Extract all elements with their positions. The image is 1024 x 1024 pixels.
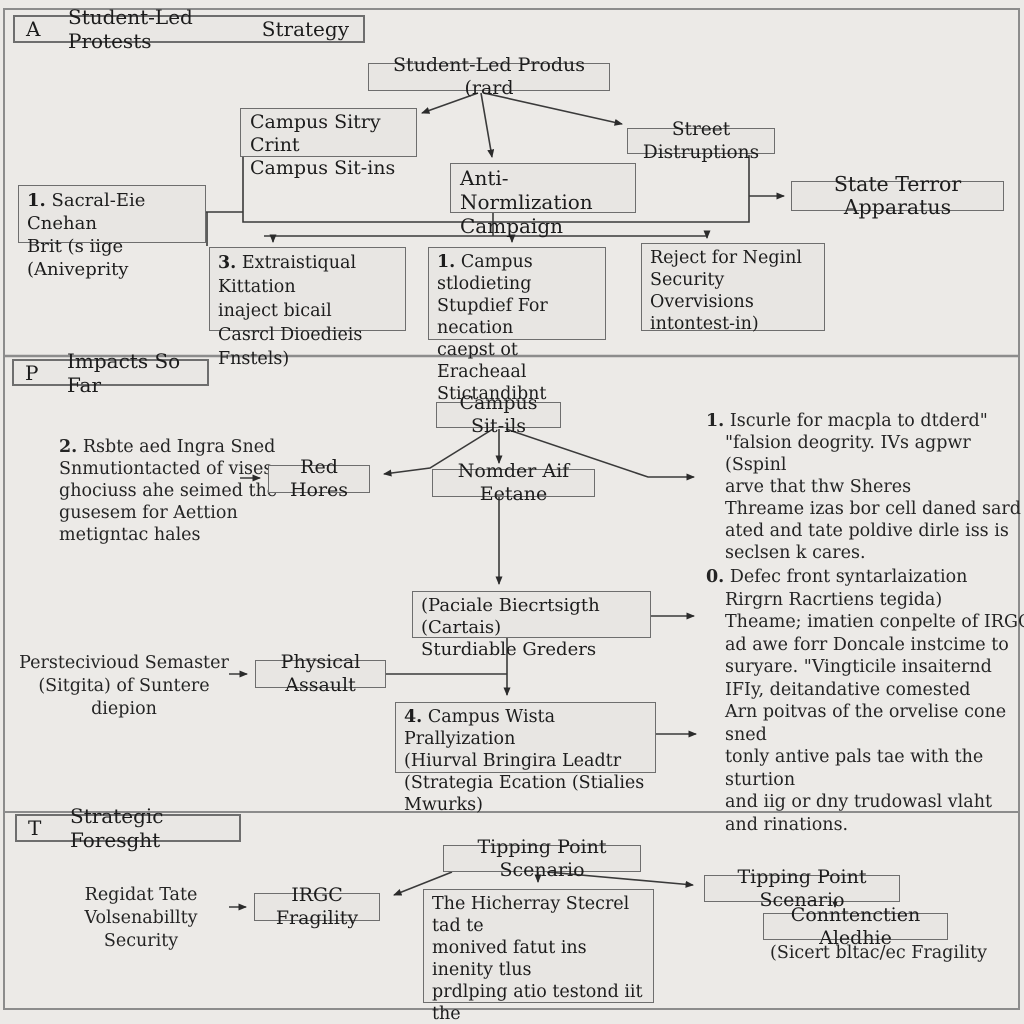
node-tipping-point-2: Tipping Point Scenario (704, 866, 900, 911)
note-p0: 0. Defec front syntarlaization Rirgrn Ra… (706, 567, 1024, 835)
node-street-disruptions: Street Distruptions (627, 119, 775, 163)
note-perstecivioud: Perstecivioud Semaster (Sitgita) of Sunt… (19, 653, 229, 719)
node-physical-assault: Physical Assault (255, 651, 386, 696)
note-sicert: (Sicert bltac/ec Fragility (770, 943, 988, 963)
node-sturdiable-greders: (Paciale Biecrtsigth (Cartais) Sturdiabl… (412, 591, 651, 660)
note-a3: 3. Extraistiqual Kittation inaject bicai… (209, 247, 406, 369)
node-state-terror-apparatus: State Terror Apparatus (791, 173, 1004, 219)
node-student-led-root: Student-Led Produs (rard (368, 54, 610, 99)
note-p1: 1. Iscurle for macpla to dtderd" "falsio… (706, 411, 1021, 563)
section-p-title: Impacts So Far (67, 348, 181, 397)
section-p-tag: P (25, 360, 39, 385)
note-regidat: Regidat Tate Volsenabillty Security (84, 885, 198, 951)
section-p-header: P Impacts So Far (12, 349, 209, 397)
node-campus-sit-ins: Campus Sitry Crint Campus Sit-ins (240, 108, 417, 179)
node-campus-sit-ils: Campus Sit-ils (436, 392, 561, 437)
section-t-title: Strategic Foresght (70, 804, 164, 852)
node-tipping-point-1: Tipping Point Scenario (443, 836, 641, 881)
section-a-tag: A (26, 17, 41, 41)
node-conntenctien-aledhie: Conntenctien Aledhie (763, 904, 948, 949)
section-a-subtitle: Strategy (261, 17, 349, 41)
node-red-hores: Red Hores (268, 456, 370, 501)
node-anti-normalization: Anti-Normlization Campaign (450, 163, 636, 238)
node-hicherray-text: The Hicherray Stecrel tad te monived fat… (423, 889, 654, 1024)
section-t-header: T Strategic Foresght (15, 804, 241, 852)
note-a1: 1. Sacral-Eie Cnehan Brit (s iige (Anive… (18, 185, 206, 280)
node-nomder-aif-eetane: Nomder Aif Eetane (432, 460, 595, 505)
section-t-tag: T (28, 816, 42, 840)
note-a-campus: 1. Campus stlodieting Stupdief For necat… (428, 247, 606, 426)
section-a-title: Student-Led Protests (68, 5, 193, 53)
note-p2: 2. Rsbte aed Ingra Sned Snmutiontacted o… (59, 437, 278, 545)
note-p4: 4. Campus Wista Prallyization (Hiurval B… (395, 702, 656, 815)
node-irgc-fragility: IRGC Fragility (254, 884, 380, 929)
section-a-header: A Student-Led Protests Strategy (13, 5, 365, 53)
node-reject-neginl: Reject for Neginl Security Overvisions i… (641, 243, 825, 334)
